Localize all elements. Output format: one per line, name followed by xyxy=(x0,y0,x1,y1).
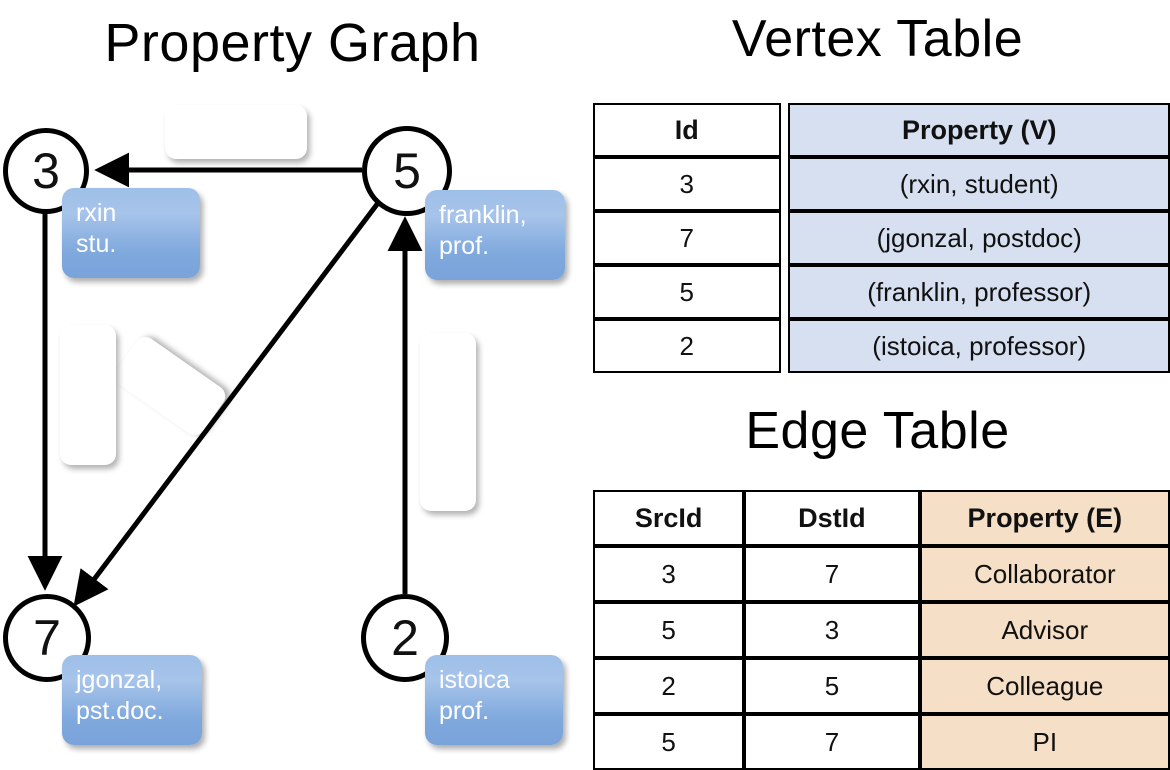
graph-node-2[interactable]: 2 xyxy=(361,594,449,682)
edge-table-header-property: Property (E) xyxy=(919,490,1170,546)
edge-table-header-srcid: SrcId xyxy=(593,490,745,546)
edge-row-1-property: Advisor xyxy=(919,602,1170,658)
edge-row-3-srcid: 5 xyxy=(593,714,745,770)
edge-label-colleague-text: Colleague xyxy=(433,363,464,481)
vertex-row-0-id: 3 xyxy=(593,157,781,211)
vertex-table-header-property: Property (V) xyxy=(788,103,1170,157)
edge-table: SrcId DstId Property (E) 3 7 Collaborato… xyxy=(593,490,1170,770)
edge-label-collab-text: Collab. xyxy=(73,354,104,436)
edge-row-1-dstid: 3 xyxy=(744,602,920,658)
vertex-row-1-id: 7 xyxy=(593,211,781,265)
page-title-property-graph: Property Graph xyxy=(104,13,481,73)
vertex-property-box-3-line2: stu. xyxy=(76,230,117,258)
edge-label-collab: Collab. xyxy=(60,325,116,465)
vertex-property-box-2-line2: prof. xyxy=(439,697,490,725)
table-row: 2 5 Colleague xyxy=(593,658,1170,714)
table-header-row: SrcId DstId Property (E) xyxy=(593,490,1170,546)
vertex-table-header-id: Id xyxy=(593,103,781,157)
edge-row-3-dstid: 7 xyxy=(744,714,920,770)
vertex-row-2-id: 5 xyxy=(593,265,781,319)
vertex-property-box-3: rxin stu. xyxy=(62,188,200,278)
table-row: 5 7 PI xyxy=(593,714,1170,770)
vertex-property-box-2: istoica prof. xyxy=(425,655,563,745)
table-row: 3 (rxin, student) xyxy=(593,157,1170,211)
vertex-property-box-7-line1: jgonzal, xyxy=(76,666,163,694)
edge-5-to-7-pi xyxy=(73,197,383,607)
edge-label-pi-text: PI xyxy=(151,366,189,405)
column-gap xyxy=(781,211,789,265)
column-gap xyxy=(781,157,789,211)
column-gap xyxy=(781,265,789,319)
edge-row-2-srcid: 2 xyxy=(593,658,745,714)
table-row: 5 (franklin, professor) xyxy=(593,265,1170,319)
vertex-row-3-property: (istoica, professor) xyxy=(788,319,1170,373)
edge-label-advisor-text: Advisor xyxy=(192,116,280,147)
vertex-property-box-7: jgonzal, pst.doc. xyxy=(62,655,202,745)
table-row: 3 7 Collaborator xyxy=(593,546,1170,602)
edge-label-colleague: Colleague xyxy=(420,333,476,511)
table-row: 7 (jgonzal, postdoc) xyxy=(593,211,1170,265)
property-graph-edges xyxy=(27,152,423,607)
vertex-property-box-5: franklin, prof. xyxy=(425,190,565,280)
table-header-row: Id Property (V) xyxy=(593,103,1170,157)
edge-row-2-dstid: 5 xyxy=(744,658,920,714)
edge-row-3-property: PI xyxy=(919,714,1170,770)
edge-row-1-srcid: 5 xyxy=(593,602,745,658)
edge-label-advisor: Advisor xyxy=(165,105,307,159)
vertex-row-3-id: 2 xyxy=(593,319,781,373)
vertex-property-box-5-line2: prof. xyxy=(439,232,490,260)
table-row: 5 3 Advisor xyxy=(593,602,1170,658)
vertex-property-box-5-line1: franklin, xyxy=(439,201,527,229)
edge-row-0-srcid: 3 xyxy=(593,546,745,602)
edge-table-header-dstid: DstId xyxy=(744,490,920,546)
vertex-table: Id Property (V) 3 (rxin, student) 7 (jgo… xyxy=(593,103,1170,373)
graph-node-5[interactable]: 5 xyxy=(362,126,452,216)
vertex-row-0-property: (rxin, student) xyxy=(788,157,1170,211)
edge-row-0-dstid: 7 xyxy=(744,546,920,602)
edge-row-2-property: Colleague xyxy=(919,658,1170,714)
vertex-property-box-7-line2: pst.doc. xyxy=(76,697,164,725)
page-title-edge-table: Edge Table xyxy=(745,402,1010,460)
page-title-vertex-table: Vertex Table xyxy=(731,10,1024,68)
vertex-row-1-property: (jgonzal, postdoc) xyxy=(788,211,1170,265)
edge-row-0-property: Collaborator xyxy=(919,546,1170,602)
column-gap xyxy=(781,319,789,373)
vertex-row-2-property: (franklin, professor) xyxy=(788,265,1170,319)
column-gap xyxy=(781,103,789,157)
table-row: 2 (istoica, professor) xyxy=(593,319,1170,373)
vertex-property-box-2-line1: istoica xyxy=(439,666,510,694)
vertex-property-box-3-line1: rxin xyxy=(76,199,117,227)
